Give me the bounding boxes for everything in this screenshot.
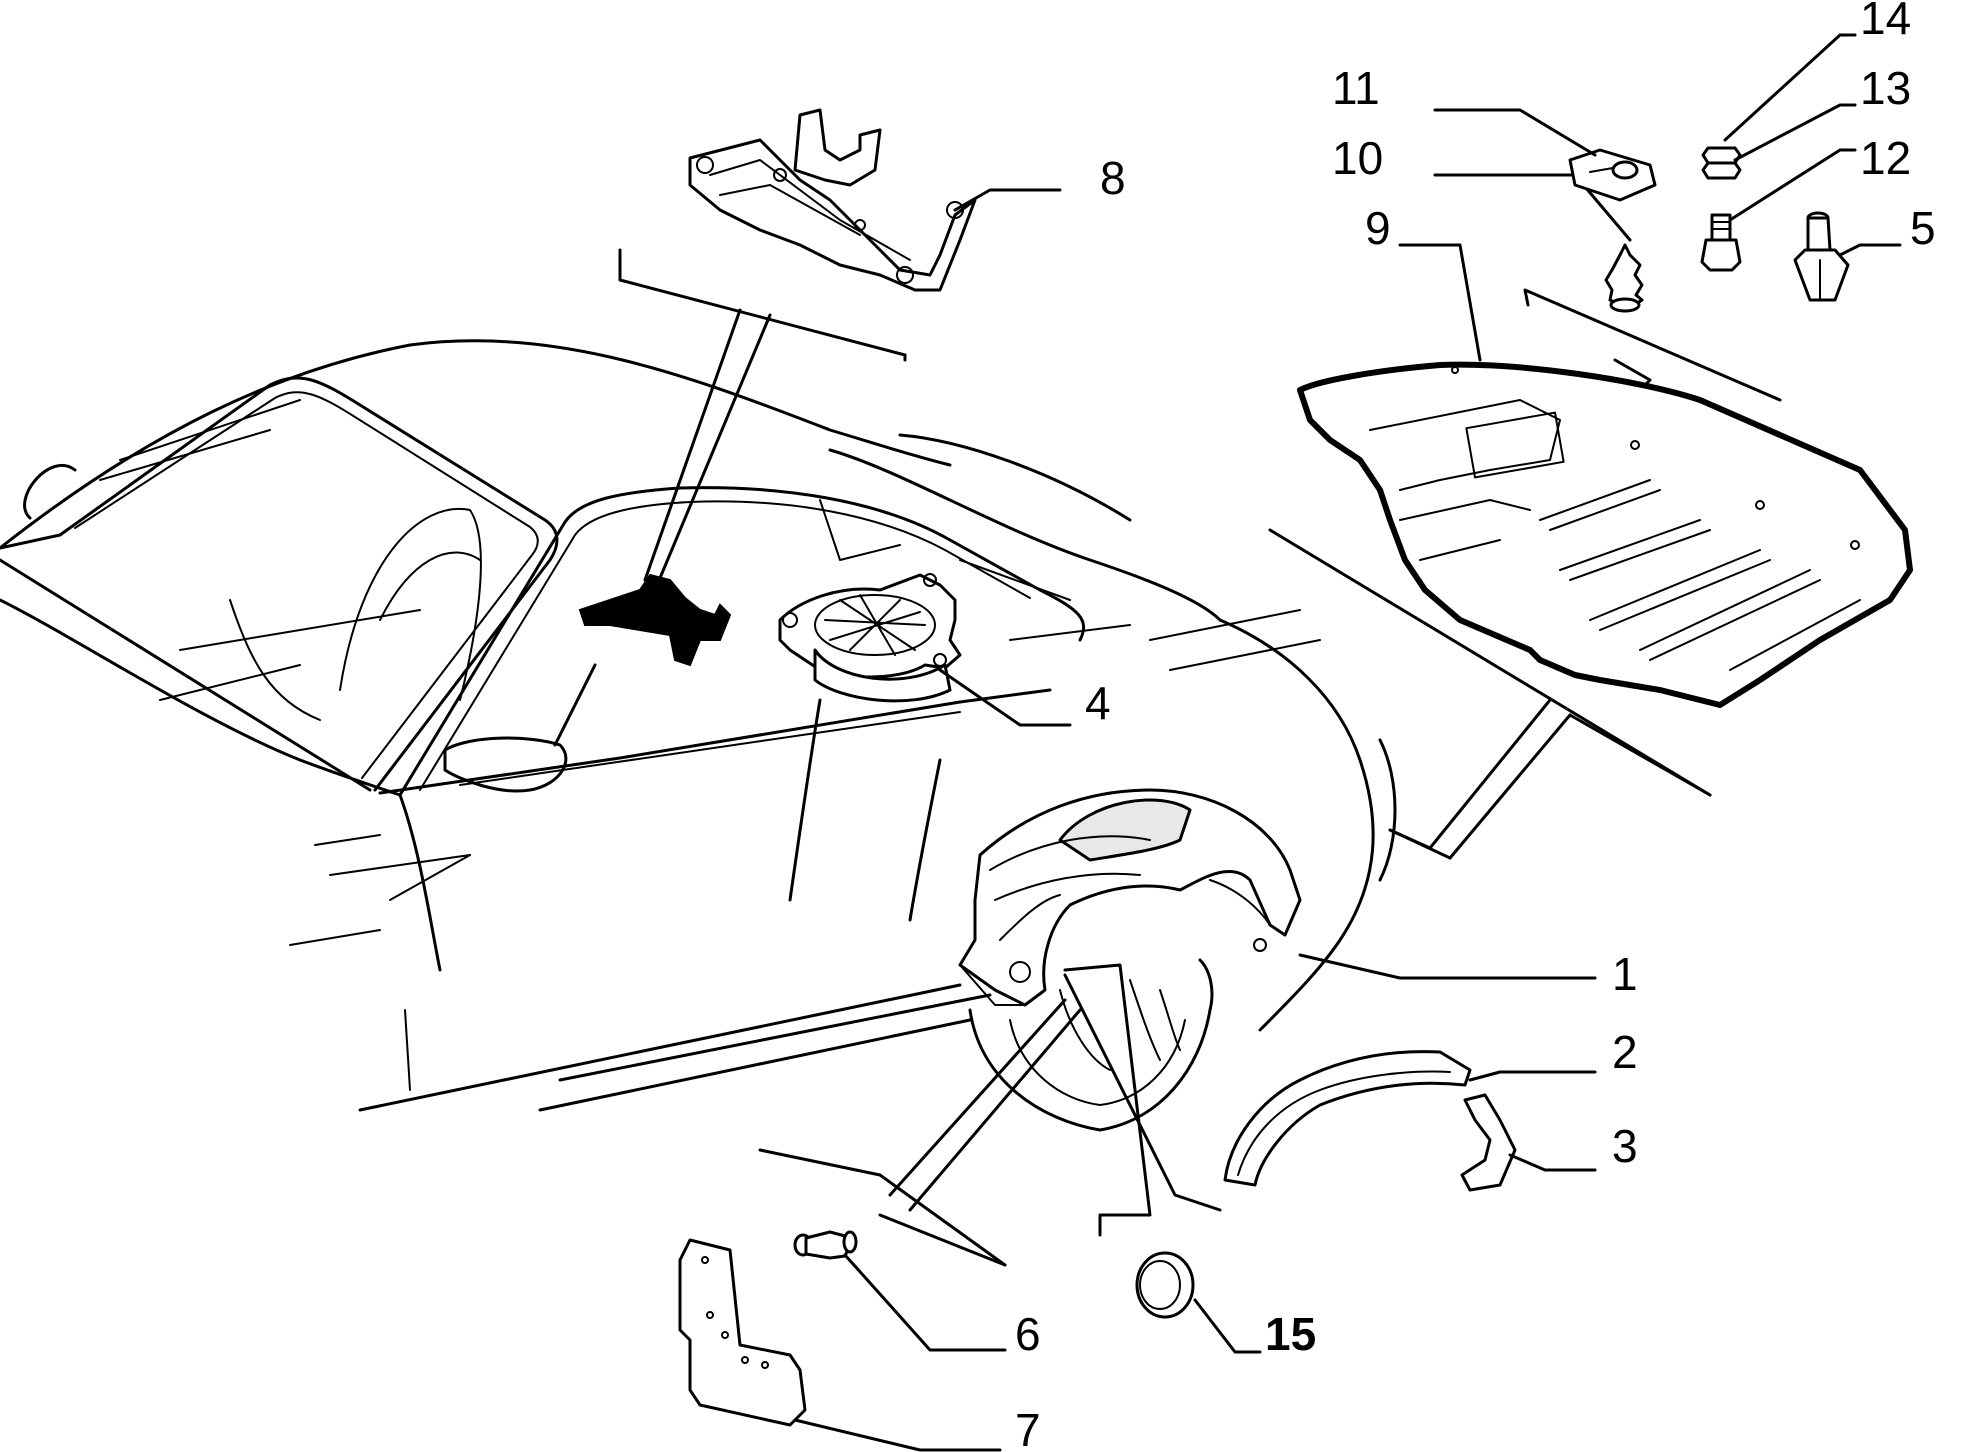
part-6-push-pin: [793, 1230, 858, 1260]
leader-1: [1298, 953, 1597, 980]
leader-15: [1193, 1298, 1262, 1354]
callout-9: 9: [1365, 202, 1391, 254]
car-body-outline: [0, 339, 1397, 1132]
part-7-plate: [678, 1238, 807, 1427]
leader-9: [1398, 243, 1482, 362]
callout-8: 8: [1100, 152, 1126, 204]
callout-10: 10: [1332, 132, 1383, 184]
part-9-underbody-panel: [1297, 361, 1913, 708]
leader-4: [938, 668, 1072, 727]
part-11-clip-nut: [1568, 148, 1657, 202]
leader-6: [843, 1253, 1007, 1352]
leader-3: [1508, 1153, 1597, 1172]
part-10-push-screw: [1604, 243, 1644, 313]
callout-15: 15: [1265, 1308, 1316, 1360]
callout-7: 7: [1015, 1404, 1041, 1452]
callout-4: 4: [1085, 677, 1111, 729]
leader-11: [1433, 108, 1597, 157]
leader-7: [793, 1418, 1002, 1452]
callout-12: 12: [1860, 132, 1911, 184]
part-12-bolt: [1700, 213, 1742, 272]
part-8-bracket: [688, 108, 977, 292]
callout-13: 13: [1860, 62, 1911, 114]
leader-8: [953, 188, 1062, 212]
part-4-speaker: [778, 573, 962, 703]
leader-14: [1723, 33, 1857, 142]
callout-6: 6: [1015, 1308, 1041, 1360]
leader-2: [1468, 1070, 1597, 1082]
part-1-wheel-arch-liner: [958, 788, 1302, 1007]
callout-3: 3: [1612, 1120, 1638, 1172]
part-3-clip: [1460, 1093, 1517, 1192]
callout-labels: 1 2 3 4 5 6 7 8 9 10 11 12 13 14 15: [1015, 0, 1936, 1452]
callout-11: 11: [1332, 62, 1380, 114]
part-13-nut: [1701, 161, 1742, 180]
callout-1: 1: [1612, 948, 1638, 1000]
part-2-seal-strip: [1223, 1050, 1472, 1187]
callout-2: 2: [1612, 1026, 1638, 1078]
leader-5: [1838, 243, 1902, 257]
part-5-clip: [1793, 211, 1850, 302]
part-15-grommet: [1135, 1251, 1195, 1319]
leader-lines: [618, 248, 1782, 1267]
callout-5: 5: [1910, 202, 1936, 254]
leader-13: [1733, 103, 1857, 162]
leader-12: [1728, 148, 1857, 222]
bracket-shadow: [578, 573, 732, 667]
callout-14: 14: [1860, 0, 1911, 44]
